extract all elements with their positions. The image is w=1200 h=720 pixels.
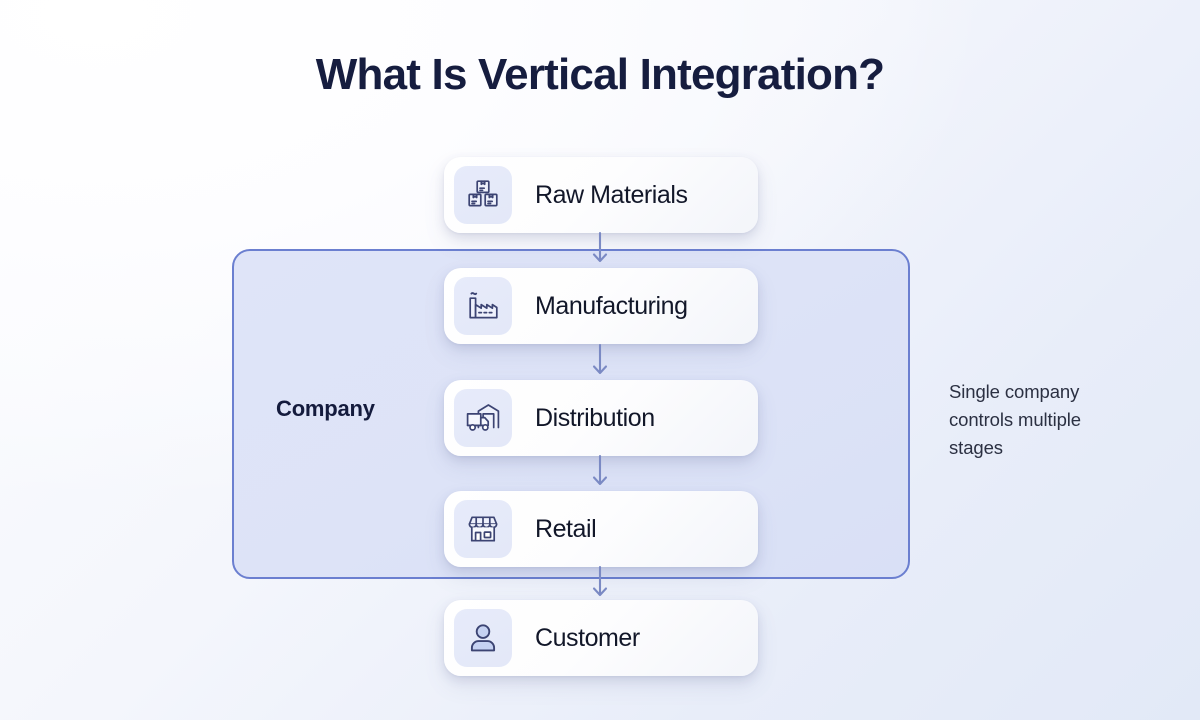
stage-card-distribution[interactable]: Distribution — [444, 380, 758, 456]
storefront-icon — [454, 500, 512, 558]
stage-label-manufacturing: Manufacturing — [535, 291, 688, 320]
side-annotation: Single company controls multiple stages — [949, 378, 1149, 462]
side-annotation-line-3: stages — [949, 437, 1003, 458]
boxes-icon — [454, 166, 512, 224]
page-title: What Is Vertical Integration? — [315, 50, 885, 99]
stage-card-customer[interactable]: Customer — [444, 600, 758, 676]
arrow-down-icon — [589, 454, 611, 490]
stage-label-raw-materials: Raw Materials — [535, 180, 688, 209]
arrow-down-icon — [589, 231, 611, 267]
stage-label-customer: Customer — [535, 623, 640, 652]
person-icon — [454, 609, 512, 667]
stage-card-retail[interactable]: Retail — [444, 491, 758, 567]
stage-card-raw-materials[interactable]: Raw Materials — [444, 157, 758, 233]
side-annotation-line-2: controls multiple — [949, 409, 1081, 430]
stage-card-manufacturing[interactable]: Manufacturing — [444, 268, 758, 344]
stage-label-retail: Retail — [535, 514, 597, 543]
company-label: Company — [276, 396, 375, 421]
arrow-down-icon — [589, 343, 611, 379]
factory-icon — [454, 277, 512, 335]
truck-warehouse-icon — [454, 389, 512, 447]
arrow-down-icon — [589, 565, 611, 601]
side-annotation-line-1: Single company — [949, 381, 1080, 402]
stage-label-distribution: Distribution — [535, 403, 655, 432]
